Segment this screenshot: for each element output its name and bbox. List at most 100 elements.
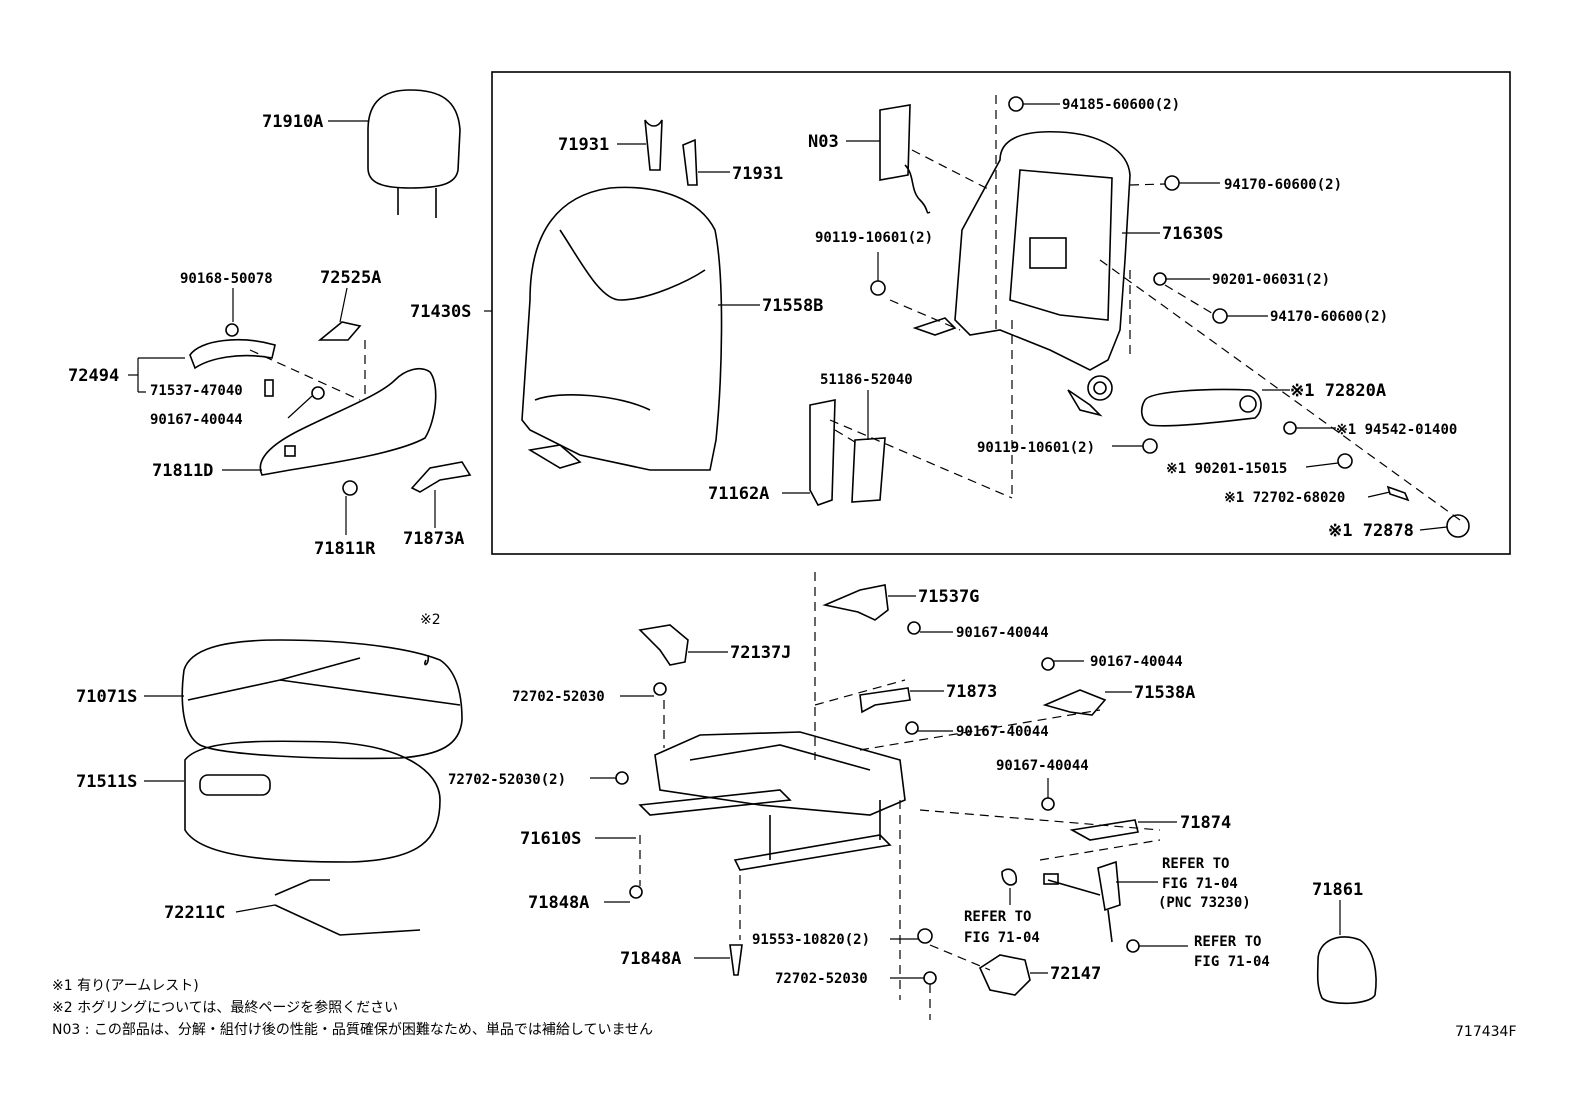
label-71931-b: 71931 (732, 164, 783, 184)
label-90168-50078: 90168-50078 (180, 271, 273, 287)
seatback-cover (521, 119, 723, 471)
label-90167-40044-e: 90167-40044 (996, 758, 1089, 774)
label-90119-10601-b: 90119-10601(2) (977, 440, 1095, 456)
note-3: N03 : この部品は、分解・組付け後の性能・品質確保が困難なため、単品では補給… (52, 1022, 653, 1038)
label-72702-52030-b: 72702-52030(2) (448, 772, 566, 788)
label-72147: 72147 (1050, 964, 1101, 984)
bolt-icon (1008, 96, 1024, 112)
seatbelt-buckle (1043, 860, 1140, 953)
label-72137J: 72137J (730, 643, 791, 663)
label-71848A-b: 71848A (620, 949, 681, 969)
bracket-71538A (1042, 689, 1107, 716)
label-94185-60600: 94185-60600(2) (1062, 97, 1180, 113)
label-94542-01400: ※1 94542-01400 (1336, 422, 1457, 438)
label-90201-06031: 90201-06031(2) (1212, 272, 1330, 288)
label-91553-10820: 91553-10820(2) (752, 932, 870, 948)
label-71848A-a: 71848A (528, 893, 589, 913)
nut-icon (1164, 175, 1180, 191)
refer1-line2: FIG 71-04 (1162, 876, 1238, 892)
label-71537-47040: 71537-47040 (150, 383, 243, 399)
label-mark2: ※2 (420, 612, 441, 628)
label-90167-40044-b: 90167-40044 (956, 625, 1049, 641)
label-71430S: 71430S (410, 302, 471, 322)
label-72702-68020: ※1 72702-68020 (1224, 490, 1345, 506)
label-71861: 71861 (1312, 880, 1363, 900)
bolt-icon (905, 721, 919, 735)
bolt-icon (923, 971, 937, 985)
label-72494: 72494 (68, 366, 119, 386)
label-72211C: 72211C (164, 903, 225, 923)
bolt-icon (907, 621, 921, 635)
label-94170-60600-a: 94170-60600(2) (1224, 177, 1342, 193)
label-71910A: 71910A (262, 112, 323, 132)
label-71537G: 71537G (918, 587, 979, 607)
label-71162A: 71162A (708, 484, 769, 504)
seatback-frame (912, 130, 1131, 417)
cover-72137J (638, 624, 689, 666)
refer1-line3: (PNC 73230) (1158, 895, 1251, 911)
label-90167-40044-d: 90167-40044 (956, 724, 1049, 740)
label-72702-52030-c: 72702-52030 (775, 971, 868, 987)
cover-72147 (978, 954, 1031, 996)
seatback-assembly-box (491, 71, 1511, 555)
bolt-icon (917, 928, 933, 944)
bolt-icon (629, 885, 643, 899)
cap-icon (1283, 421, 1297, 435)
label-71610S: 71610S (520, 829, 581, 849)
note-1: ※1 有り(アームレスト) (52, 978, 199, 994)
label-90201-15015: ※1 90201-15015 (1166, 461, 1287, 477)
label-71538A: 71538A (1134, 683, 1195, 703)
bolt-icon (870, 280, 886, 296)
label-94170-60600-b: 94170-60600(2) (1270, 309, 1388, 325)
label-71811R: 71811R (314, 539, 376, 559)
label-72702-52030-a: 72702-52030 (512, 689, 605, 705)
figure-id: 717434F (1455, 1024, 1517, 1040)
label-71511S: 71511S (76, 772, 137, 792)
refer3-line1: REFER TO (1194, 934, 1261, 950)
label-N03: N03 (808, 132, 839, 152)
clip-icon (1001, 868, 1018, 886)
label-72820A: ※1 72820A (1290, 381, 1386, 401)
label-90119-10601-a: 90119-10601(2) (815, 230, 933, 246)
note-2: ※2 ホグリングについては、最終ページを参照ください (52, 999, 398, 1016)
label-71874: 71874 (1180, 813, 1231, 833)
nut-icon (1212, 308, 1228, 324)
label-51186-52040: 51186-52040 (820, 372, 913, 388)
label-71931-a: 71931 (558, 135, 609, 155)
cover-71537G (822, 584, 889, 621)
refer1-line1: REFER TO (1162, 856, 1229, 872)
bracket-71873 (859, 687, 911, 714)
label-72878: ※1 72878 (1328, 521, 1414, 541)
seat-adjuster (638, 731, 906, 871)
bolt-icon (1386, 485, 1410, 502)
seat-cushion (181, 639, 463, 936)
label-72525A: 72525A (320, 268, 381, 288)
refer3-line2: FIG 71-04 (1194, 954, 1270, 970)
label-71811D: 71811D (152, 461, 213, 481)
label-90167-40044-c: 90167-40044 (1090, 654, 1183, 670)
washer-icon (1337, 453, 1353, 469)
side-shield-parts (189, 321, 472, 496)
bolt-icon (653, 682, 667, 696)
bolt-icon (615, 771, 629, 785)
label-71558B: 71558B (762, 296, 823, 316)
label-71071S: 71071S (76, 687, 137, 707)
label-90167-40044-a: 90167-40044 (150, 412, 243, 428)
label-71873A: 71873A (403, 529, 464, 549)
cap-icon (1446, 514, 1470, 538)
lumbar-parts (809, 399, 886, 506)
knob-71861 (1316, 936, 1377, 1005)
bracket-71874 (1069, 819, 1139, 841)
refer2-line2: FIG 71-04 (964, 930, 1040, 946)
refer2-line1: REFER TO (964, 909, 1031, 925)
hog-ring-icon (424, 654, 430, 666)
label-71873: 71873 (946, 682, 997, 702)
bolt-icon (1041, 657, 1055, 671)
label-71630S: 71630S (1162, 224, 1223, 244)
bolt-icon (1041, 797, 1055, 811)
armrest (1140, 388, 1262, 427)
pin-icon (729, 944, 743, 976)
washer-icon (1153, 272, 1167, 286)
bolt-icon (1142, 438, 1158, 454)
